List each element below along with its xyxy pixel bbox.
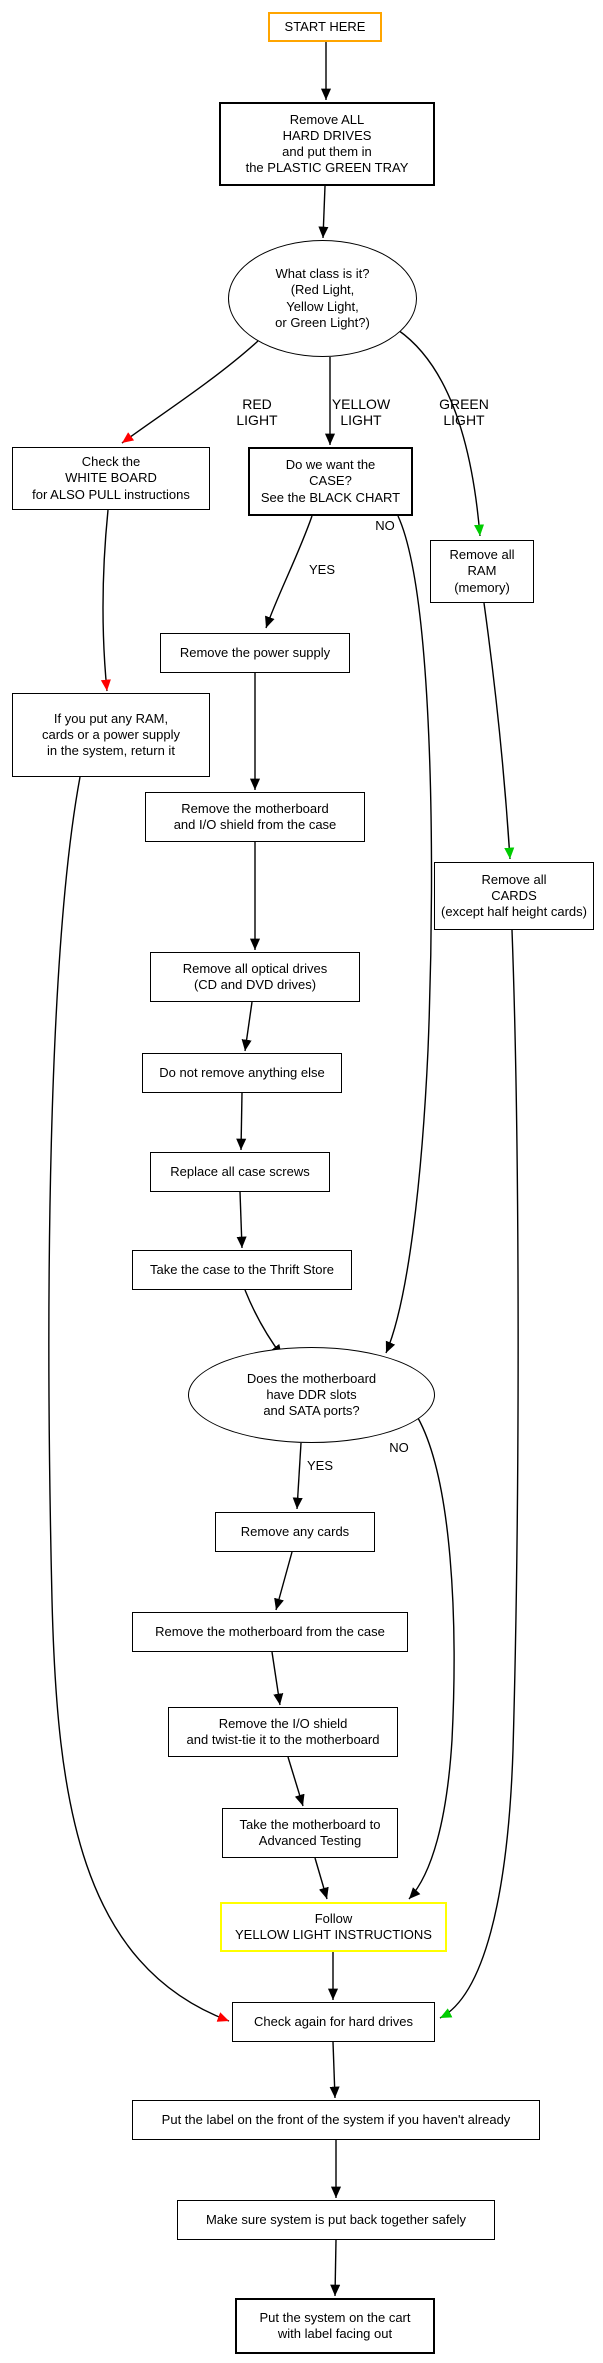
node-ddr-sata-decision: Does the motherboard have DDR slots and …	[188, 1347, 435, 1443]
edge-advanced-to-followyellow	[314, 1857, 329, 1900]
edge-iotwist-to-advanced	[287, 1756, 305, 1807]
node-remove-hard-drives: Remove ALL HARD DRIVES and put them in t…	[219, 102, 435, 186]
edge-class-to-ram-green	[397, 329, 485, 537]
edge-anycards-to-mbfromcase	[274, 1551, 293, 1611]
edge-wantcase-yes-to-psu	[265, 515, 313, 629]
edge-nothingelse-to-screws	[236, 1092, 247, 1151]
edge-whiteboard-to-return	[100, 509, 111, 692]
edge-label-case-yes: YES	[308, 562, 335, 577]
edge-class-to-whiteboard-red	[121, 340, 259, 444]
edge-screws-to-thrift	[236, 1191, 247, 1249]
edge-wantcase-no-to-ddr	[385, 515, 433, 1354]
node-what-class-decision: What class is it? (Red Light, Yellow Lig…	[228, 240, 417, 357]
edge-label-red-light: RED LIGHT	[236, 396, 278, 428]
node-take-case-thrift-store: Take the case to the Thrift Store	[132, 1250, 352, 1290]
node-remove-any-cards: Remove any cards	[215, 1512, 375, 1552]
node-replace-case-screws: Replace all case screws	[150, 1152, 330, 1192]
edge-label-ddr-no: NO	[389, 1440, 409, 1455]
edge-label-ddr-yes: YES	[306, 1458, 333, 1473]
edge-ddr-yes-to-anycards	[292, 1442, 303, 1510]
node-do-not-remove-anything-else: Do not remove anything else	[142, 1053, 342, 1093]
node-remove-power-supply: Remove the power supply	[160, 633, 350, 673]
edge-optical-to-nothingelse	[241, 1001, 253, 1052]
edge-label-case-no: NO	[375, 518, 395, 533]
edge-label-green-light: GREEN LIGHT	[439, 396, 489, 428]
edge-ram-to-cards	[483, 602, 515, 860]
node-check-again-hard-drives: Check again for hard drives	[232, 2002, 435, 2042]
node-want-case-decision: Do we want the CASE? See the BLACK CHART	[248, 447, 413, 516]
node-put-system-on-cart: Put the system on the cart with label fa…	[235, 2298, 435, 2354]
node-follow-yellow-light-instructions: Follow YELLOW LIGHT INSTRUCTIONS	[220, 1902, 447, 1952]
node-put-label-on-front: Put the label on the front of the system…	[132, 2100, 540, 2140]
edge-return-to-checkagain	[48, 776, 230, 2022]
edge-harddrives-to-class	[318, 185, 329, 239]
node-put-back-together-safely: Make sure system is put back together sa…	[177, 2200, 495, 2240]
edge-thrift-to-ddr	[244, 1289, 283, 1357]
edge-mbfromcase-to-iotwist	[271, 1651, 284, 1706]
node-io-shield-twist-tie: Remove the I/O shield and twist-tie it t…	[168, 1707, 398, 1757]
node-remove-motherboard-io-shield: Remove the motherboard and I/O shield fr…	[145, 792, 365, 842]
edge-label-yellow-light: YELLOW LIGHT	[331, 396, 391, 428]
node-remove-optical-drives: Remove all optical drives (CD and DVD dr…	[150, 952, 360, 1002]
node-remove-motherboard-from-case: Remove the motherboard from the case	[132, 1612, 408, 1652]
edge-cards-to-checkagain	[439, 929, 519, 2019]
edge-checkagain-to-labelfront	[329, 2041, 340, 2099]
node-check-whiteboard: Check the WHITE BOARD for ALSO PULL inst…	[12, 447, 210, 510]
node-start-here: START HERE	[268, 12, 382, 42]
edge-ddr-no-to-followyellow	[408, 1417, 455, 1900]
edge-backtogether-to-cart	[330, 2239, 341, 2297]
node-remove-all-cards: Remove all CARDS (except half height car…	[434, 862, 594, 930]
node-return-parts: If you put any RAM, cards or a power sup…	[12, 693, 210, 777]
node-motherboard-advanced-testing: Take the motherboard to Advanced Testing	[222, 1808, 398, 1858]
node-remove-ram: Remove all RAM (memory)	[430, 540, 534, 603]
